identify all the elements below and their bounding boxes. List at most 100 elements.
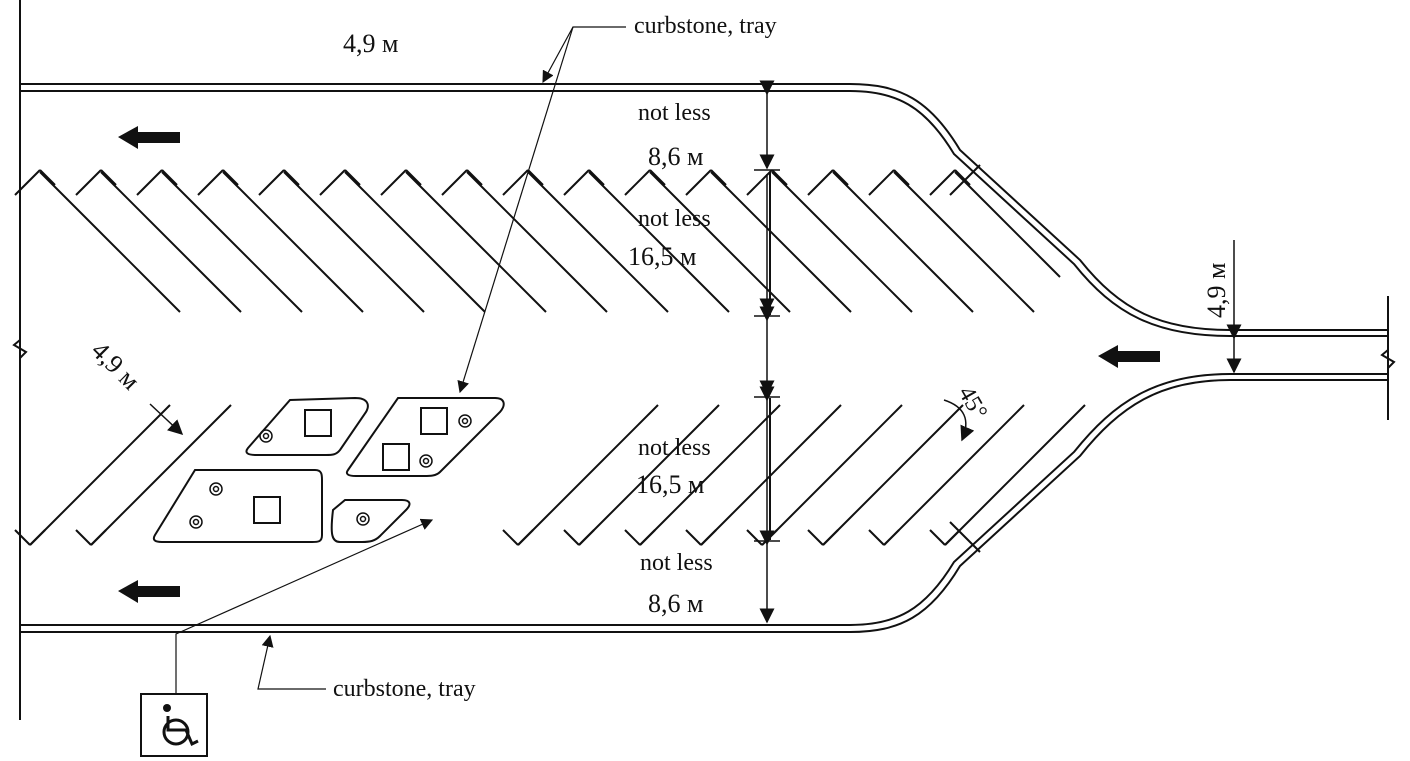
stall-line xyxy=(771,171,913,313)
arrow-left-icon xyxy=(118,126,180,149)
stall-line xyxy=(624,529,641,546)
stall-line xyxy=(405,171,547,313)
landscaped-island xyxy=(152,396,505,543)
stall-line xyxy=(29,529,46,546)
stall-line xyxy=(746,169,773,196)
stall-line xyxy=(588,171,730,313)
stall-line xyxy=(563,529,580,546)
boundary-lines xyxy=(12,0,1396,720)
dim-2-line2: 16,5 м xyxy=(628,242,696,271)
stall-line xyxy=(893,171,1035,313)
stall-line xyxy=(761,404,903,546)
stall-line xyxy=(710,169,727,186)
top-lane-width-label: 4,9 м xyxy=(343,29,398,58)
stall-line xyxy=(39,171,181,313)
dim-3-line1: not less xyxy=(638,435,711,461)
stall-line xyxy=(685,529,702,546)
stall-line xyxy=(771,169,788,186)
stall-line xyxy=(929,169,956,196)
dim-4-line2: 8,6 м xyxy=(648,589,703,618)
stall-line xyxy=(39,169,56,186)
stall-line xyxy=(161,171,303,313)
stall-line xyxy=(380,169,407,196)
stall-line xyxy=(578,404,720,546)
dim-1-line1: not less xyxy=(638,100,711,126)
stall-line xyxy=(90,404,232,546)
stall-line xyxy=(563,169,590,196)
stall-line xyxy=(746,529,763,546)
curbstone-bottom-label: curbstone, tray xyxy=(333,676,476,702)
stall-line xyxy=(100,169,117,186)
stall-line xyxy=(527,171,669,313)
stall-line xyxy=(832,169,849,186)
stall-line xyxy=(466,169,483,186)
stall-line xyxy=(883,404,1025,546)
stall-line xyxy=(639,404,781,546)
stall-line xyxy=(14,169,41,196)
curb-lines xyxy=(20,83,1388,633)
top-curb-inner xyxy=(20,90,1388,337)
stall-line xyxy=(14,529,31,546)
stall-line xyxy=(222,171,364,313)
stall-line xyxy=(954,171,1061,278)
stall-line xyxy=(222,169,239,186)
bottom-curb xyxy=(20,379,1388,633)
stall-line xyxy=(258,169,285,196)
exit-lane-width-label: 4,9 м xyxy=(1202,263,1231,318)
trees xyxy=(189,414,472,529)
angle-label: 45° xyxy=(953,382,992,424)
stall-line xyxy=(822,529,839,546)
stall-line xyxy=(344,169,361,186)
upper-parking-stalls xyxy=(14,169,1061,313)
stall-line xyxy=(502,529,519,546)
stall-line xyxy=(700,529,717,546)
wheelchair-icon xyxy=(140,693,208,757)
stall-line xyxy=(832,171,974,313)
stall-line xyxy=(685,169,712,196)
bottom-curb-inner xyxy=(20,373,1388,626)
stall-line xyxy=(883,529,900,546)
stall-line xyxy=(517,529,534,546)
stall-line xyxy=(578,529,595,546)
stall-line xyxy=(136,169,163,196)
stall-width-label: 4,9 м xyxy=(86,336,146,396)
stall-line xyxy=(441,169,468,196)
stall-line xyxy=(868,529,885,546)
stall-line xyxy=(75,169,102,196)
stall-line xyxy=(954,169,971,186)
upper-row-edges xyxy=(769,164,981,315)
stall-line xyxy=(283,171,425,313)
stall-line xyxy=(893,169,910,186)
arrow-left-icon xyxy=(1098,345,1160,368)
dim-3-line2: 16,5 м xyxy=(636,470,704,499)
lower-row-edges xyxy=(769,398,981,553)
stall-line xyxy=(527,169,544,186)
stall-line xyxy=(517,404,659,546)
leader-lines xyxy=(175,26,626,696)
stall-line xyxy=(868,169,895,196)
lower-parking-stalls xyxy=(14,404,1086,546)
stall-line xyxy=(405,169,422,186)
stall-line xyxy=(588,169,605,186)
stall-line xyxy=(822,404,964,546)
stall-line xyxy=(944,529,961,546)
stall-line xyxy=(944,404,1086,546)
stall-line xyxy=(283,169,300,186)
stall-line xyxy=(319,169,346,196)
dimension-lines xyxy=(149,80,1242,624)
stall-line xyxy=(710,171,852,313)
arrow-left-icon xyxy=(118,580,180,603)
top-curb xyxy=(20,83,1388,331)
stall-line xyxy=(197,169,224,196)
dim-1-line2: 8,6 м xyxy=(648,142,703,171)
stall-line xyxy=(807,529,824,546)
stall-line xyxy=(161,169,178,186)
curbstone-top-label: curbstone, tray xyxy=(634,13,777,39)
stall-line xyxy=(29,404,171,546)
stall-line xyxy=(90,529,107,546)
stall-line xyxy=(100,171,242,313)
stall-line xyxy=(624,169,651,196)
stall-line xyxy=(75,529,92,546)
stall-line xyxy=(649,169,666,186)
